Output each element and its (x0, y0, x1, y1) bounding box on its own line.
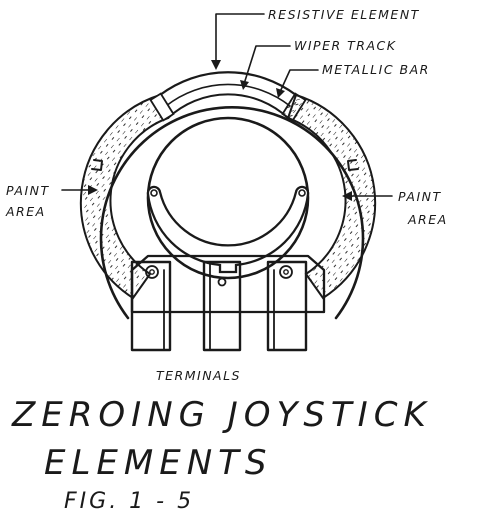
wiper-track-mid (165, 83, 291, 107)
label-terminals: TERMINALS (156, 368, 241, 383)
label-paint-area-right-line2: AREA (407, 212, 448, 227)
leader-metallic-bar (276, 69, 319, 98)
metallic-bar-left (149, 92, 175, 122)
label-paint-area-left-line1: PAINT (6, 183, 50, 198)
caption-title-line2: ELEMENTS (44, 443, 273, 483)
leader-resistive-element (211, 13, 265, 70)
label-metallic-bar: METALLIC BAR (322, 62, 430, 77)
wiper-track-inner (167, 93, 289, 119)
wiper-arm-hole-right (298, 189, 306, 197)
wiper-track-outer (158, 71, 298, 97)
leader-paint-area-right (342, 191, 393, 201)
terminal-center (202, 260, 242, 352)
label-paint-area-right-line1: PAINT (398, 189, 442, 204)
caption-title-line1: ZEROING JOYSTICK (11, 395, 432, 435)
metallic-bar-right (281, 92, 307, 122)
leader-paint-area-left (61, 185, 98, 195)
leader-wiper-track (240, 45, 291, 90)
wiper-arm (146, 185, 310, 274)
caption-figure-number: FIG. 1 - 5 (64, 489, 194, 514)
label-wiper-track: WIPER TRACK (294, 38, 397, 53)
label-resistive-element: RESISTIVE ELEMENT (268, 7, 420, 22)
terminal-left (130, 260, 172, 352)
label-paint-area-left-line2: AREA (5, 204, 46, 219)
terminal-right (266, 260, 308, 352)
wiper-arm-hole-left (150, 189, 158, 197)
